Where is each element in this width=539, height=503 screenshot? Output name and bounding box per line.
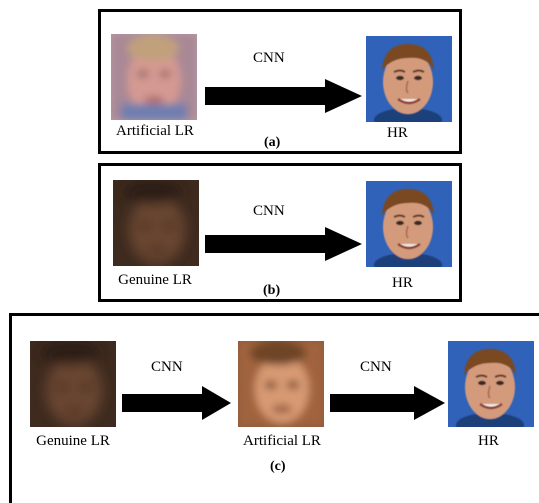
output-label-b: HR — [392, 275, 413, 291]
genuine-lr-image-b — [113, 180, 199, 266]
hr-image-a — [366, 36, 452, 122]
right-arrow-icon — [205, 227, 365, 261]
output-label-c: HR — [478, 433, 499, 449]
method-label-c2: CNN — [360, 359, 392, 375]
panel-c-caption: (c) — [270, 459, 286, 474]
method-label-b: CNN — [253, 203, 285, 219]
hr-image-b — [366, 181, 452, 267]
panel-b-caption: (b) — [263, 283, 281, 298]
panel-a-caption: (a) — [264, 135, 281, 150]
output-label-a: HR — [387, 125, 408, 141]
artificial-lr-image-a — [111, 34, 197, 120]
input-label-a: Artificial LR — [116, 123, 194, 139]
artificial-lr-image-c — [238, 341, 324, 427]
method-label-c1: CNN — [151, 359, 183, 375]
genuine-lr-image-c — [30, 341, 116, 427]
method-label-a: CNN — [253, 50, 285, 66]
right-arrow-icon — [122, 386, 234, 420]
input-label-c: Genuine LR — [36, 433, 110, 449]
hr-image-c — [448, 341, 534, 427]
right-arrow-icon — [205, 79, 365, 113]
intermediate-label-c: Artificial LR — [243, 433, 321, 449]
right-arrow-icon — [330, 386, 448, 420]
input-label-b: Genuine LR — [118, 272, 192, 288]
